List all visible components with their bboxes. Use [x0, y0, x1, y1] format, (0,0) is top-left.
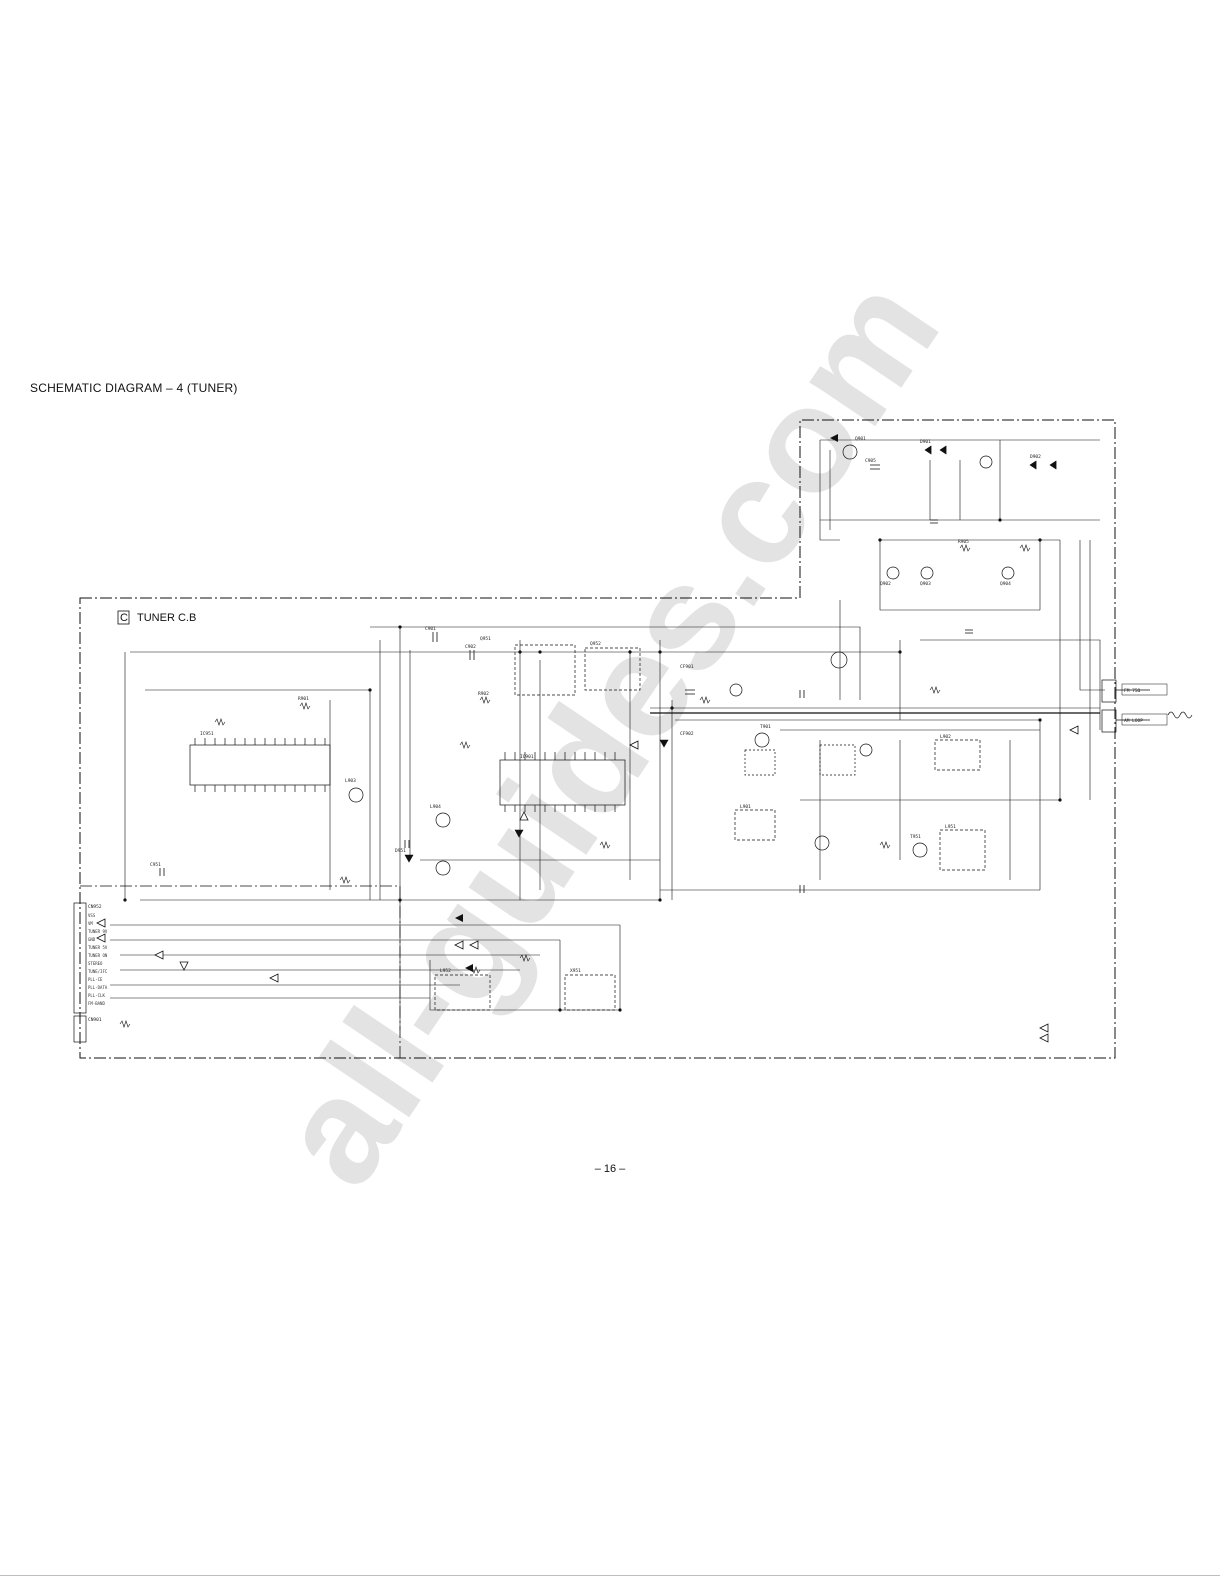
ref-l951: L951 [945, 824, 956, 830]
ref-r905: R905 [958, 539, 969, 545]
page-number: – 16 – [594, 1163, 626, 1175]
ref-c902: C902 [465, 644, 476, 650]
board-name: TUNER C.B [137, 612, 196, 624]
pin-label: TUNER ON [88, 953, 108, 958]
ref-t901: T901 [760, 724, 771, 730]
ref-r902: R902 [478, 691, 489, 697]
ref-q904: Q904 [1000, 581, 1011, 587]
am-signal-arrow-icon [96, 933, 106, 943]
ref-x951: X951 [570, 968, 581, 974]
pll-ic [189, 744, 331, 786]
ref-d901: D901 [920, 439, 931, 445]
tuner-ic [499, 759, 626, 806]
bottom-rule [0, 1575, 1220, 1576]
pin-label: TUNE/IFC [88, 969, 108, 974]
board-outline [79, 419, 1116, 1059]
ref-l903: L901 [740, 804, 751, 810]
ref-l904: L902 [940, 734, 951, 740]
ref-r901: R901 [298, 696, 309, 702]
pin-label: TUNER 9V [88, 929, 108, 934]
ref-l902: Q952 [590, 641, 601, 647]
pin-label: FM-BAND [88, 1001, 105, 1006]
connector-cn952-label: CN952 [88, 904, 102, 910]
ref-q951: L903 [345, 778, 356, 784]
pin-label: VM [88, 921, 93, 926]
antenna-fm-label: FM 75Ω [1124, 688, 1141, 694]
pin-label: STEREO [88, 961, 103, 966]
page-title: SCHEMATIC DIAGRAM – 4 (TUNER) [30, 381, 238, 395]
pin-label: PLL-CE [88, 977, 103, 982]
pin-label: PLL-DATA [88, 985, 108, 990]
ref-ic901: IC901 [520, 754, 534, 760]
ref-d951: D951 [395, 848, 406, 854]
ref-d902: D902 [1030, 454, 1041, 460]
ref-l952: L952 [440, 968, 451, 974]
ref-cf901: CF901 [680, 664, 694, 670]
pin-label: TUNER 5V [88, 945, 108, 950]
ref-q902: Q902 [880, 581, 891, 587]
pin-label: PLL-CLK [88, 993, 105, 998]
pin-label: VSS [88, 913, 96, 918]
pin-label: GND [88, 937, 96, 942]
ref-c901: C901 [425, 626, 436, 632]
ref-c905: C905 [865, 458, 876, 464]
ref-q903: Q903 [920, 581, 931, 587]
ref-q952: L904 [430, 804, 441, 810]
ref-ic951: IC951 [200, 731, 214, 737]
ref-c951: C951 [150, 862, 161, 868]
ref-q901: Q901 [855, 436, 866, 442]
ref-t951: T951 [910, 834, 921, 840]
connector-cn901-label: CN901 [88, 1017, 102, 1023]
ref-cf902: CF902 [680, 731, 694, 737]
ref-l901: Q951 [480, 636, 491, 642]
antenna-am-label: AM LOOP [1124, 718, 1143, 724]
fm-signal-arrow-icon [96, 918, 106, 928]
board-letter: C [120, 612, 128, 624]
